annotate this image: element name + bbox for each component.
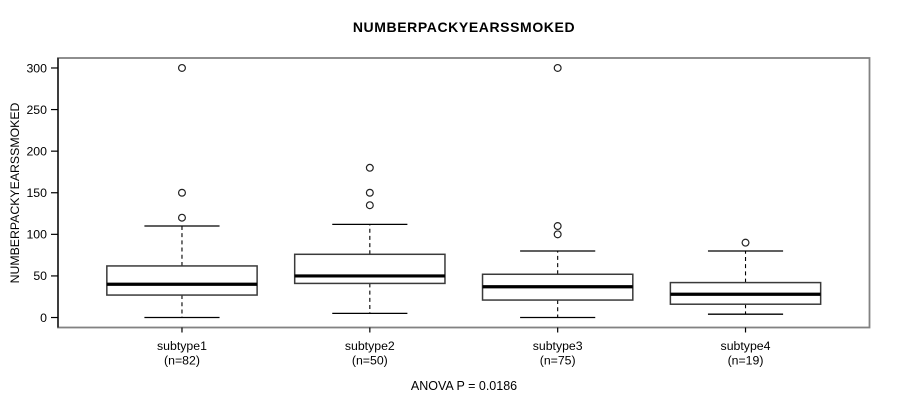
category-label: subtype4 — [721, 339, 771, 353]
outlier-point — [365, 188, 374, 197]
iqr-box — [106, 265, 258, 296]
anova-annotation: ANOVA P = 0.0186 — [410, 379, 518, 393]
category-label: subtype2 — [345, 339, 395, 353]
outlier-point — [365, 163, 374, 172]
outlier-point — [177, 188, 186, 197]
outlier-point — [553, 63, 562, 72]
y-tick-label: 150 — [26, 186, 47, 200]
y-tick-label: 0 — [40, 311, 47, 325]
outlier-point — [741, 238, 750, 247]
y-tick-label: 50 — [33, 269, 47, 283]
outlier-point — [177, 213, 186, 222]
chart-title: NUMBERPACKYEARSSMOKED — [352, 19, 576, 35]
outlier-point — [365, 201, 374, 210]
outlier-point — [177, 63, 186, 72]
outlier-point — [553, 230, 562, 239]
category-sublabel: (n=75) — [540, 354, 576, 368]
category-sublabel: (n=82) — [164, 354, 200, 368]
y-tick-label: 200 — [26, 144, 47, 158]
iqr-box — [293, 253, 446, 285]
y-tick-label: 300 — [26, 61, 47, 75]
category-sublabel: (n=50) — [352, 354, 388, 368]
category-sublabel: (n=19) — [728, 354, 764, 368]
y-tick-label: 250 — [26, 103, 47, 117]
category-label: subtype1 — [157, 339, 207, 353]
outlier-point — [553, 222, 562, 231]
y-tick-label: 100 — [26, 228, 47, 242]
category-label: subtype3 — [533, 339, 583, 353]
